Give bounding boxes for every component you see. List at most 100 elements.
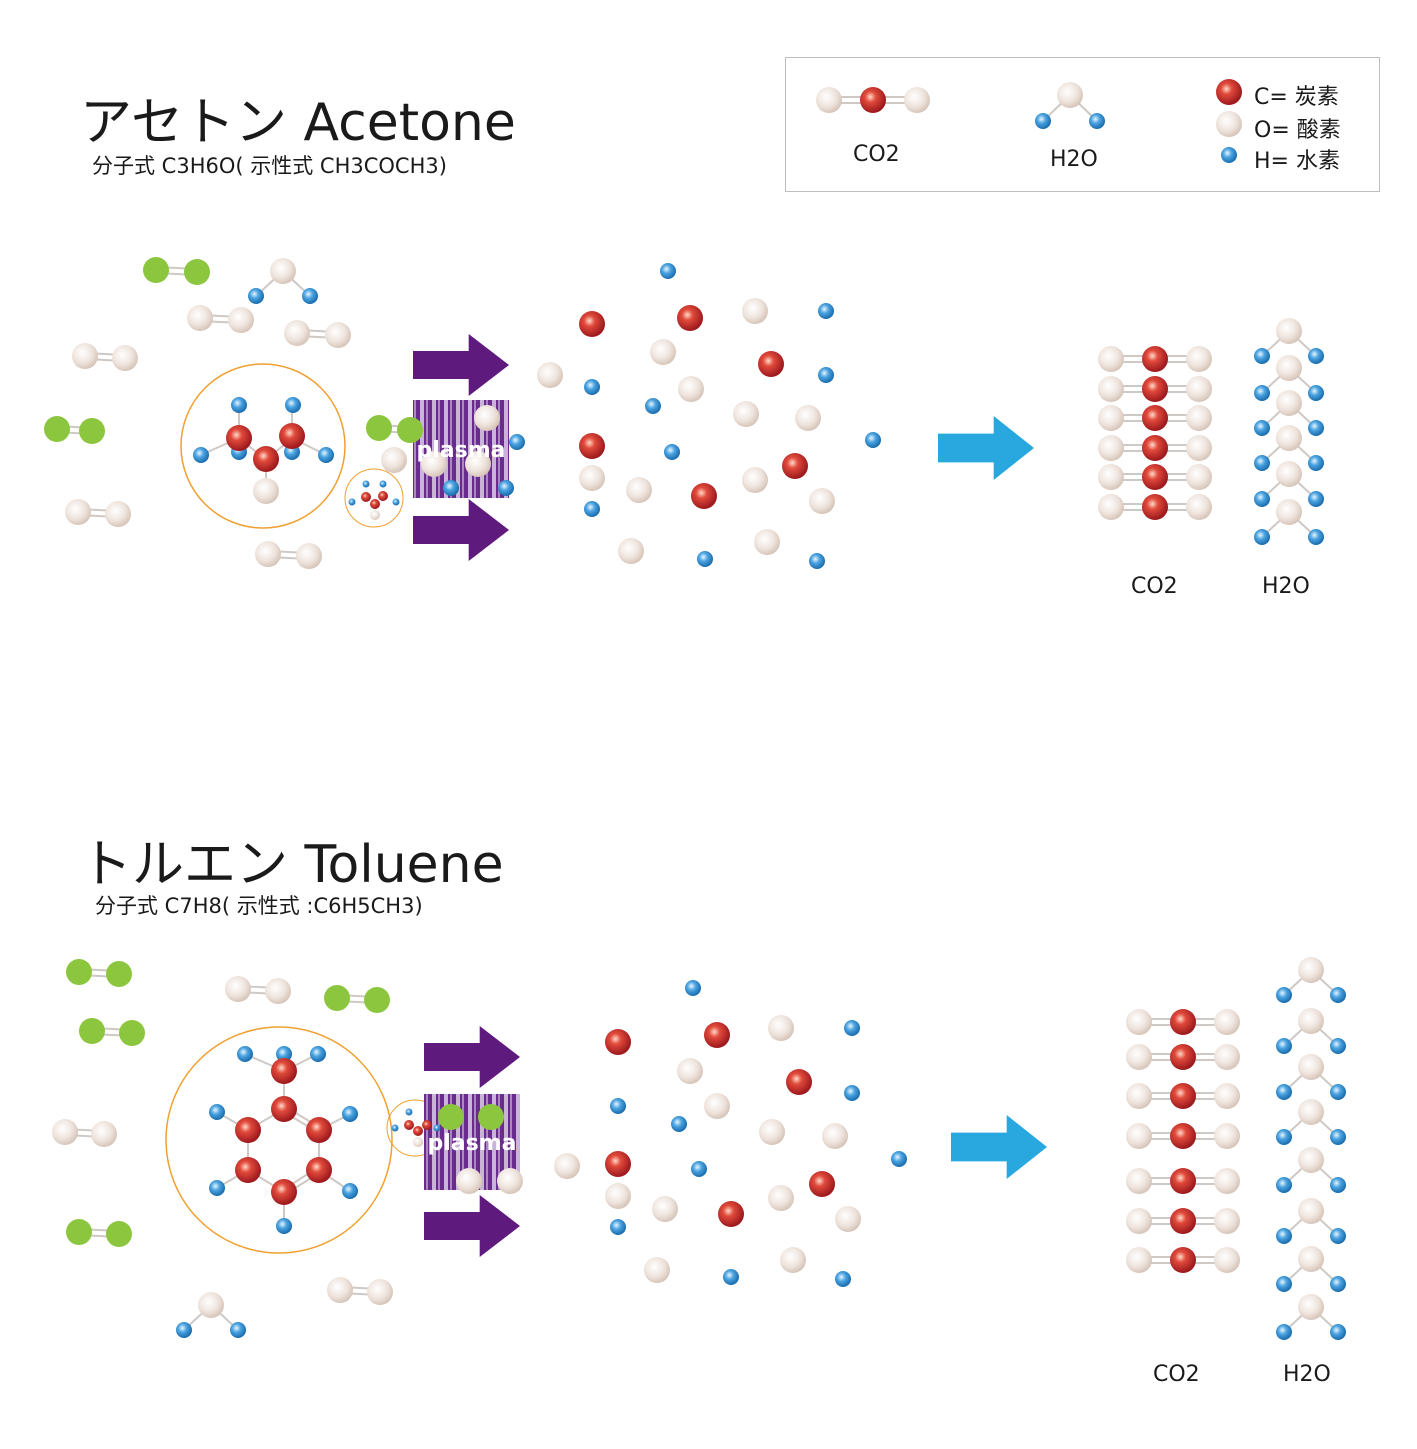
oxygen-atom xyxy=(91,1121,117,1147)
legend xyxy=(785,57,1380,192)
hydrogen-atom xyxy=(818,303,834,319)
carbon-atom xyxy=(1142,435,1168,461)
oxygen-atom xyxy=(809,488,835,514)
hydrogen-atom xyxy=(1308,529,1324,545)
oxygen-atom xyxy=(1126,1083,1152,1109)
hydrogen-atom xyxy=(1308,491,1324,507)
toluene-title: トルエン Toluene xyxy=(80,835,504,895)
oxygen-atom xyxy=(1098,435,1124,461)
carbon-atom xyxy=(404,1120,414,1130)
hydrogen-atom xyxy=(248,288,264,304)
oxygen-atom xyxy=(198,1292,224,1318)
oxygen-atom xyxy=(270,258,296,284)
carbon-atom xyxy=(1170,1009,1196,1035)
carbon-atom xyxy=(1170,1247,1196,1273)
hydrogen-atom xyxy=(1089,113,1105,129)
carbon-atom xyxy=(786,1069,812,1095)
oxygen-atom xyxy=(650,339,676,365)
hydrogen-atom xyxy=(697,551,713,567)
arrow xyxy=(413,334,509,396)
oxygen-atom xyxy=(537,362,563,388)
oxygen-atom xyxy=(1126,1009,1152,1035)
oxygen-atom xyxy=(1098,405,1124,431)
hydrogen-atom xyxy=(818,367,834,383)
oxygen-atom xyxy=(255,541,281,567)
hydrogen-atom xyxy=(1254,455,1270,471)
oxygen-atom xyxy=(742,467,768,493)
oxygen-atom xyxy=(1186,346,1212,372)
carbon-atom xyxy=(1142,376,1168,402)
arrow xyxy=(938,416,1034,480)
hydrogen-atom xyxy=(1254,385,1270,401)
carbon-atom xyxy=(579,311,605,337)
hydrogen-atom xyxy=(342,1106,358,1122)
oxygen-atom xyxy=(327,1277,353,1303)
oxygen-atom xyxy=(456,1168,482,1194)
hydrogen-atom xyxy=(209,1180,225,1196)
hydrogen-atom xyxy=(809,553,825,569)
hydrogen-atom xyxy=(392,498,400,506)
oxygen-atom xyxy=(1126,1044,1152,1070)
oxygen-atom xyxy=(1298,1246,1324,1272)
hydrogen-atom xyxy=(509,434,525,450)
oxygen-atom xyxy=(1214,1009,1240,1035)
carbon-atom xyxy=(605,1151,631,1177)
green-atom xyxy=(397,417,423,443)
oxygen-atom xyxy=(579,465,605,491)
oxygen-atom xyxy=(325,322,351,348)
hydrogen-atom xyxy=(237,1046,253,1062)
oxygen-atom xyxy=(72,343,98,369)
oxygen-atom xyxy=(1276,425,1302,451)
oxygen-atom xyxy=(1126,1208,1152,1234)
oxygen-atom xyxy=(1214,1083,1240,1109)
hydrogen-atom xyxy=(1276,1129,1292,1145)
carbon-atom xyxy=(1142,464,1168,490)
oxygen-atom xyxy=(742,298,768,324)
hydrogen-atom xyxy=(302,288,318,304)
oxygen-atom xyxy=(835,1206,861,1232)
oxygen-atom xyxy=(105,501,131,527)
hydrogen-atom xyxy=(691,1161,707,1177)
carbon-atom xyxy=(271,1058,297,1084)
oxygen-atom xyxy=(1057,82,1083,108)
carbon-atom xyxy=(758,351,784,377)
oxygen-atom xyxy=(816,87,842,113)
carbon-atom xyxy=(226,425,252,451)
carbon-atom xyxy=(1170,1168,1196,1194)
hydrogen-atom xyxy=(1308,420,1324,436)
oxygen-atom xyxy=(474,405,500,431)
oxygen-atom xyxy=(1098,494,1124,520)
hydrogen-atom xyxy=(1308,455,1324,471)
hydrogen-atom xyxy=(193,447,209,463)
oxygen-atom xyxy=(1298,1147,1324,1173)
green-atom xyxy=(66,1219,92,1245)
acetone-formula: 分子式 C3H6O( 示性式 CH3COCH3) xyxy=(92,154,447,178)
oxygen-atom xyxy=(554,1153,580,1179)
hydrogen-atom xyxy=(362,480,370,488)
hydrogen-atom xyxy=(1276,987,1292,1003)
hydrogen-atom xyxy=(276,1046,292,1062)
oxygen-atom xyxy=(904,87,930,113)
arrow xyxy=(413,499,509,561)
oxygen-atom xyxy=(1098,346,1124,372)
oxygen-atom xyxy=(754,529,780,555)
oxygen-atom xyxy=(704,1093,730,1119)
toluene-product-co2-label: CO2 xyxy=(1153,1362,1200,1387)
oxygen-atom xyxy=(677,1058,703,1084)
oxygen-atom xyxy=(497,1168,523,1194)
carbon-atom xyxy=(718,1201,744,1227)
oxygen-atom xyxy=(381,447,407,473)
carbon-atom xyxy=(271,1179,297,1205)
oxygen-atom xyxy=(187,305,213,331)
oxygen-atom xyxy=(605,1183,631,1209)
hydrogen-atom xyxy=(1330,1177,1346,1193)
carbon-atom xyxy=(677,305,703,331)
hydrogen-atom xyxy=(891,1151,907,1167)
oxygen-atom xyxy=(1298,1198,1324,1224)
carbon-atom xyxy=(1216,79,1242,105)
carbon-atom xyxy=(1170,1208,1196,1234)
hydrogen-atom xyxy=(844,1020,860,1036)
carbon-atom xyxy=(1170,1123,1196,1149)
oxygen-atom xyxy=(1186,435,1212,461)
